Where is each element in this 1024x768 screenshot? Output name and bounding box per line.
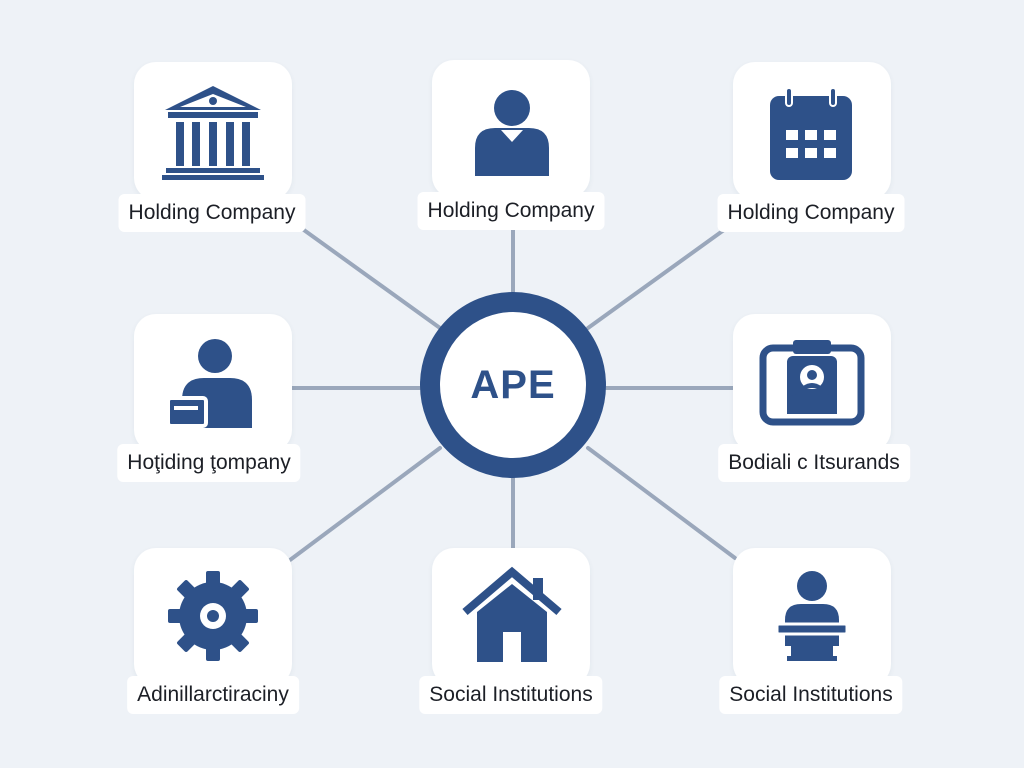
node-label-right: Bodiali c Itsurands (718, 444, 910, 482)
connector-bottom-right (586, 446, 737, 560)
node-label-top-left: Holding Company (118, 194, 306, 232)
node-label-top-right: Holding Company (717, 194, 905, 232)
node-label-bottom: Social Institutions (419, 676, 603, 714)
node-label-bottom-right: Social Institutions (719, 676, 903, 714)
calendar-icon (770, 87, 852, 180)
gear-icon (168, 571, 258, 661)
connector-top-left (288, 218, 442, 330)
node-label-left: Hoţiding ţompany (117, 444, 301, 482)
house-icon (462, 566, 562, 662)
id-badge-icon (759, 340, 865, 426)
hub-label: APE (470, 362, 556, 407)
person-at-desk-icon (775, 571, 849, 661)
connector-top-right (586, 220, 737, 330)
person-icon (475, 90, 549, 176)
hub-circle[interactable]: APE (420, 292, 606, 478)
node-label-top: Holding Company (417, 192, 605, 230)
person-with-card-icon (166, 339, 252, 428)
connector-bottom-left (288, 446, 442, 562)
bank-building-icon (162, 86, 264, 180)
node-label-bottom-left: Adinillarctiraciny (127, 676, 299, 714)
